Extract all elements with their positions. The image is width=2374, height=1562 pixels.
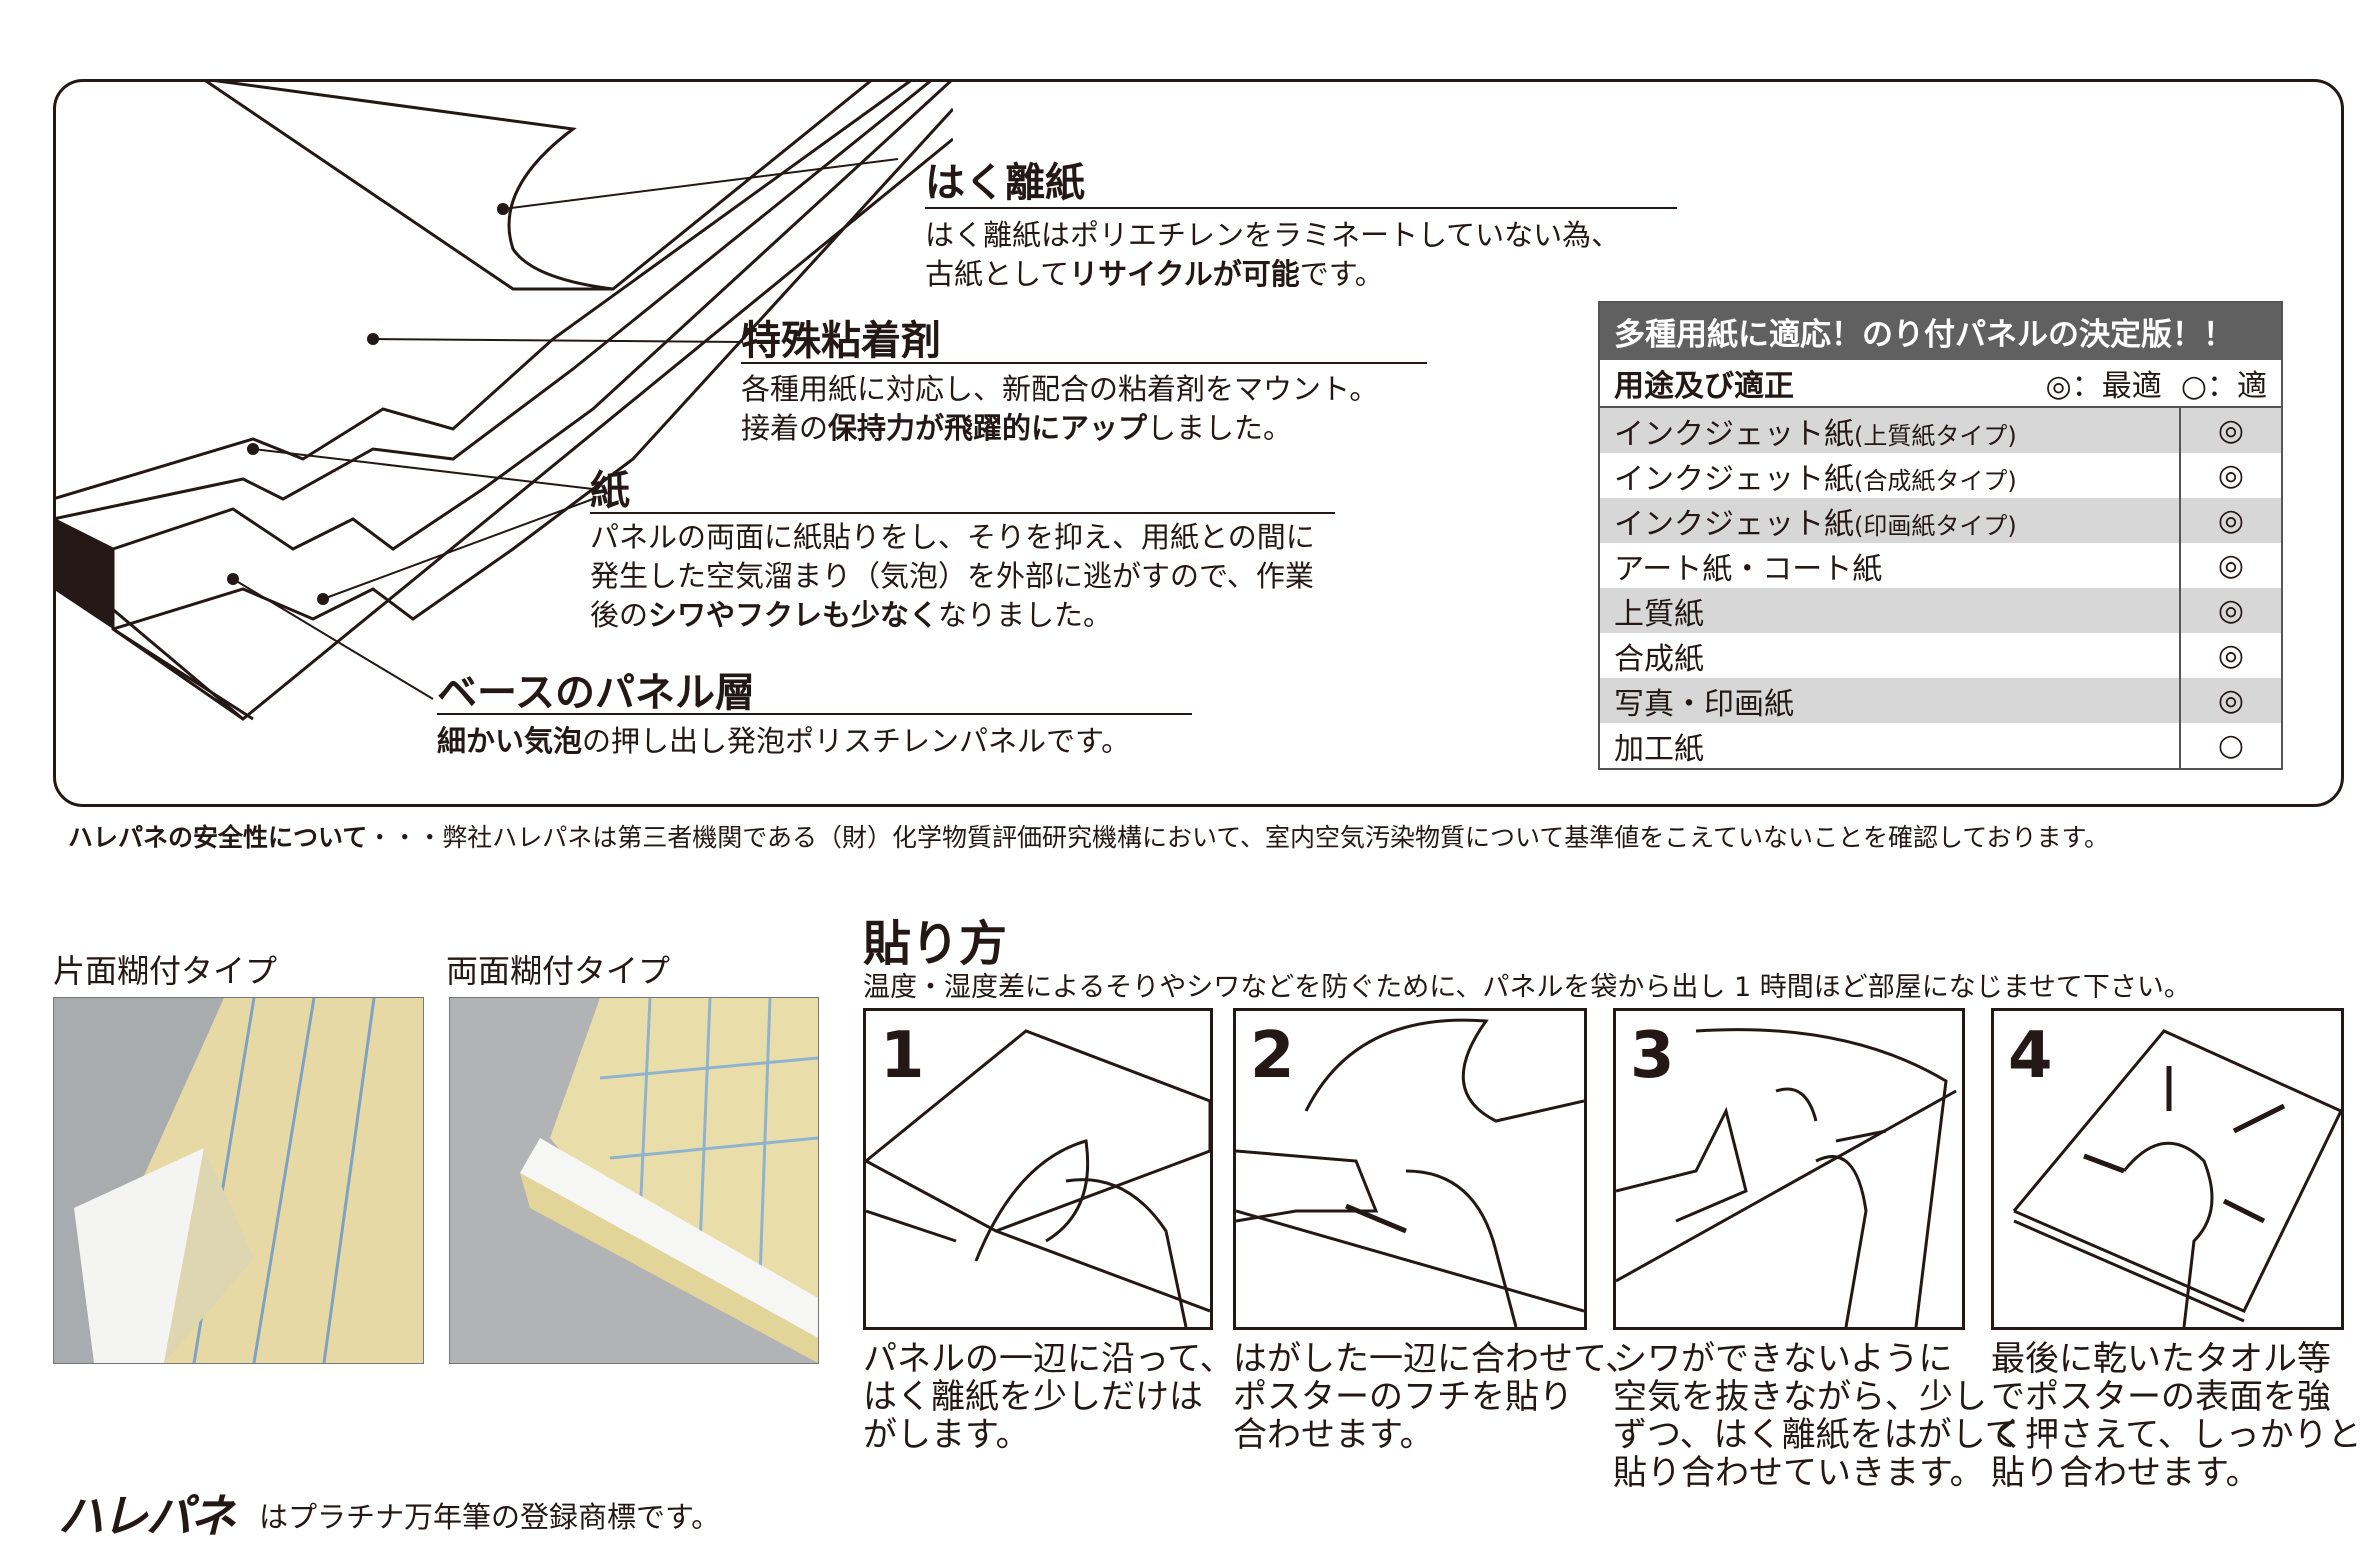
divider xyxy=(925,207,1677,209)
release-paper-text: はく離紙はポリエチレンをラミネートしていない為、 古紙としてリサイクルが可能です… xyxy=(925,218,1621,291)
table-row: 合成紙◎ xyxy=(1599,633,2282,678)
table-row: インクジェット紙(上質紙タイプ)◎ xyxy=(1599,407,2282,453)
step-1-text: パネルの一辺に沿って、はく離紙を少しだけはがします。 xyxy=(863,1339,1234,1455)
double-sided-product-photo xyxy=(449,997,819,1364)
table-row: 写真・印画紙◎ xyxy=(1599,678,2282,723)
paper-text: パネルの両面に紙貼りをし、そりを抑え、用紙との間に 発生した空気溜まり（気泡）を… xyxy=(590,520,1315,632)
table-row: インクジェット紙(印画紙タイプ)◎ xyxy=(1599,498,2282,543)
adhesive-text: 各種用紙に対応し、新配合の粘着剤をマウント。 接着の保持力が飛躍的にアップしまし… xyxy=(741,372,1379,445)
single-sided-product-photo xyxy=(53,997,424,1364)
step-number: 4 xyxy=(2008,1019,2053,1093)
step-3-illustration: 3 xyxy=(1613,1008,1965,1330)
howto-subtitle: 温度・湿度差によるそりやシワなどを防ぐために、パネルを袋から出し 1 時間ほど部… xyxy=(863,972,2191,1003)
step-number: 1 xyxy=(880,1019,925,1093)
base-layer-text: 細かい気泡の押し出し発泡ポリスチレンパネルです。 xyxy=(437,724,1131,758)
table-row: 上質紙◎ xyxy=(1599,588,2282,633)
trademark-note: はプラチナ万年筆の登録商標です。 xyxy=(259,1500,721,1534)
panel-layer-illustration xyxy=(53,79,953,721)
divider xyxy=(590,512,1335,514)
paper-heading: 紙 xyxy=(590,468,630,514)
paper-suitability-table: 多種用紙に適応！のり付パネルの決定版！！ 用途及び適正 ◎：最適 ○：適 インク… xyxy=(1598,301,2283,770)
table-header: 用途及び適正 ◎：最適 ○：適 xyxy=(1599,360,2282,408)
divider xyxy=(437,713,1192,715)
harepane-logo: ハレパネ xyxy=(58,1489,236,1543)
step-3-text: シワができないように空気を抜きながら、少しずつ、はく離紙をはがして貼り合わせてい… xyxy=(1613,1339,2019,1493)
step-1-illustration: 1 xyxy=(863,1008,1213,1330)
table-row: アート紙・コート紙◎ xyxy=(1599,543,2282,588)
step-number: 2 xyxy=(1250,1019,1295,1093)
step-2-illustration: 2 xyxy=(1233,1008,1587,1330)
legend-best: ◎：最適 xyxy=(2045,369,2162,404)
safety-note: ハレパネの安全性について・・・弊社ハレパネは第三者機関である（財）化学物質評価研… xyxy=(68,823,2110,852)
step-4-text: 最後に乾いたタオル等でポスターの表面を強く押さえて、しっかりと貼り合わせます。 xyxy=(1991,1339,2362,1493)
product-label-double: 両面糊付タイプ xyxy=(446,952,671,990)
table-row: 加工紙○ xyxy=(1599,723,2282,769)
step-2-text: はがした一辺に合わせて、ポスターのフチを貼り合わせます。 xyxy=(1233,1339,1640,1455)
table-row: インクジェット紙(合成紙タイプ)◎ xyxy=(1599,453,2282,498)
smooth-air-illustration xyxy=(1615,1028,1957,1328)
divider xyxy=(741,362,1427,364)
align-poster-illustration xyxy=(1235,1018,1585,1328)
step-number: 3 xyxy=(1630,1019,1675,1093)
step-4-illustration: 4 xyxy=(1991,1008,2344,1330)
release-paper-heading: はく離紙 xyxy=(925,160,1085,206)
howto-title: 貼り方 xyxy=(863,916,1008,972)
product-label-single: 片面糊付タイプ xyxy=(53,952,278,990)
legend-ok: ○：適 xyxy=(2180,369,2267,404)
structure-panel xyxy=(53,79,2344,807)
adhesive-heading: 特殊粘着剤 xyxy=(741,318,941,364)
table-banner: 多種用紙に適応！のり付パネルの決定版！！ xyxy=(1599,302,2282,360)
base-layer-heading: ベースのパネル層 xyxy=(437,670,755,716)
